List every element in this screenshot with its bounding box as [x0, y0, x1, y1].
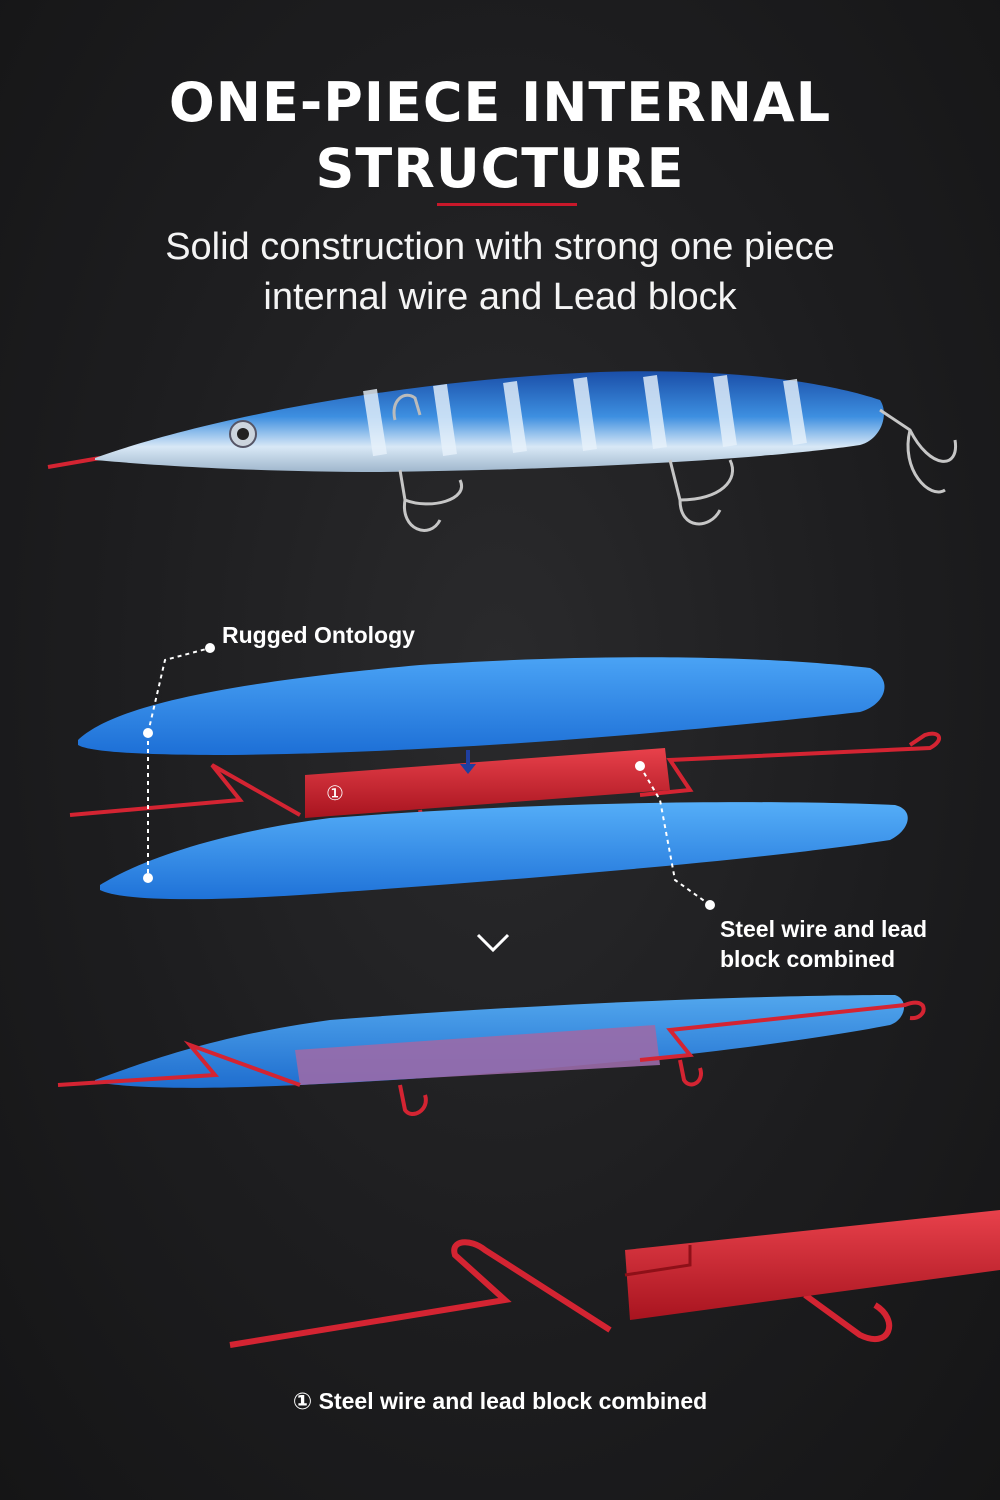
lead-block-marker: ①: [326, 783, 344, 805]
steel-wire: [69, 731, 941, 817]
callout-rugged-ontology-text: Rugged Ontology: [222, 622, 415, 648]
subtitle-line-1: Solid construction with strong one piece: [165, 226, 835, 268]
callout-steel-wire-line-1: Steel wire and lead: [720, 916, 928, 942]
callout-steel-wire-line-2: block combined: [720, 946, 896, 972]
ontology-dot-top: [143, 728, 153, 738]
title-line-2: STRUCTURE: [315, 137, 685, 200]
callout-rugged-ontology: Rugged Ontology: [222, 620, 415, 650]
lead-block: [305, 748, 670, 818]
fish-stripes: [363, 375, 807, 457]
closeup-wire: [229, 1239, 612, 1348]
ontology-leader-diagonal: [147, 647, 211, 734]
ontology-dot-label: [205, 643, 215, 653]
closeup-lead-block: [625, 1210, 1000, 1320]
wire-dot-bottom: [705, 900, 715, 910]
page-title: ONE-PIECE INTERNAL STRUCTURE: [0, 70, 1000, 202]
exploded-view: ①: [69, 643, 941, 953]
fish-pupil: [237, 428, 249, 440]
assembled-lead-block: [295, 1025, 660, 1085]
arrow-down-head: [460, 764, 476, 774]
title-accent-bar: [437, 203, 577, 206]
assembled-hook-eye-rear: [678, 1059, 703, 1087]
wire-leader: [639, 765, 711, 906]
closeup-wire-hook: [803, 1292, 893, 1343]
page-subtitle: Solid construction with strong one piece…: [0, 222, 1000, 322]
assembled-hook-eye-front: [398, 1084, 428, 1116]
fish-body: [95, 371, 884, 472]
chevron-down-icon: [476, 933, 510, 953]
bottom-shell: [100, 802, 908, 900]
closeup-view: [229, 1210, 1000, 1348]
closeup-lead-step: [624, 1245, 692, 1277]
footnote: ① Steel wire and lead block combined: [292, 1388, 708, 1414]
line-tie-wire: [47, 456, 101, 469]
line-tie-eye: [392, 393, 422, 421]
treble-hooks: [398, 408, 958, 532]
top-shell: [78, 657, 885, 755]
title-line-1: ONE-PIECE INTERNAL: [168, 71, 832, 134]
assembled-view: [57, 995, 926, 1116]
wire-dot-top: [635, 761, 645, 771]
callout-steel-wire: Steel wire and lead block combined: [720, 914, 927, 974]
subtitle-line-2: internal wire and Lead block: [263, 276, 737, 318]
complete-lure: [47, 371, 958, 532]
ontology-dot-bottom: [143, 873, 153, 883]
assembled-wire: [57, 1000, 926, 1087]
